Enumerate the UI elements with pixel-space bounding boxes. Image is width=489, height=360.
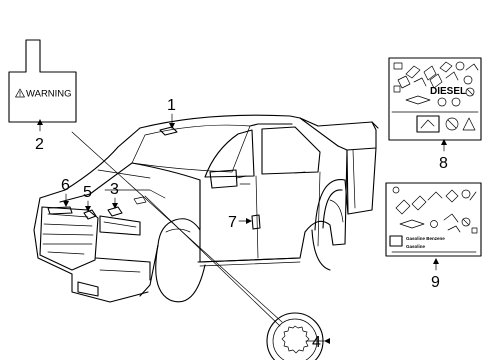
fuel-nozzle-icon bbox=[416, 115, 440, 133]
fuel-pump-icon bbox=[389, 235, 403, 247]
arrowhead-1 bbox=[169, 123, 175, 129]
arrowhead-7 bbox=[246, 218, 252, 224]
callout-4: 4 bbox=[312, 334, 321, 351]
arrowhead-3 bbox=[112, 203, 118, 209]
arrowhead-5 bbox=[85, 206, 91, 212]
door-label bbox=[251, 214, 261, 230]
pickup-truck bbox=[33, 114, 379, 303]
gasoline-label-line2: Gasoline bbox=[406, 244, 426, 249]
prohibit-icon bbox=[445, 117, 459, 131]
callout-1: 1 bbox=[167, 97, 176, 114]
arrowhead-8 bbox=[441, 139, 447, 145]
arrowhead-9 bbox=[433, 258, 439, 264]
callout-2: 2 bbox=[35, 136, 44, 153]
hood-label-6 bbox=[47, 206, 73, 215]
callout-8: 8 bbox=[439, 155, 448, 172]
arrowhead-2 bbox=[37, 119, 43, 125]
callout-3: 3 bbox=[110, 181, 119, 198]
warning-triangle-icon bbox=[15, 88, 25, 98]
arrowhead-6 bbox=[63, 201, 69, 207]
gasoline-label-line1: Gasoline Benzene bbox=[406, 236, 445, 241]
callout-6: 6 bbox=[61, 177, 70, 194]
hood-label-extra bbox=[133, 196, 147, 205]
diesel-emissions-label: DIESEL bbox=[388, 57, 482, 141]
hood-label-5 bbox=[83, 209, 97, 220]
arrowhead-4 bbox=[324, 338, 330, 344]
callout-9: 9 bbox=[431, 274, 440, 291]
roof-label bbox=[159, 126, 178, 136]
gasoline-emissions-label: Gasoline Benzene Gasoline bbox=[385, 182, 482, 257]
emissions-label-icons-2 bbox=[392, 186, 478, 234]
caution-icon bbox=[462, 117, 476, 131]
callout-5: 5 bbox=[83, 184, 92, 201]
warning-tag-text: WARNING bbox=[26, 89, 72, 100]
emissions-label-icons bbox=[393, 61, 479, 107]
diesel-label-text: DIESEL bbox=[430, 86, 466, 97]
leader-line-4-b bbox=[144, 195, 281, 327]
warning-tag: WARNING bbox=[8, 39, 77, 123]
callout-7: 7 bbox=[228, 214, 237, 231]
